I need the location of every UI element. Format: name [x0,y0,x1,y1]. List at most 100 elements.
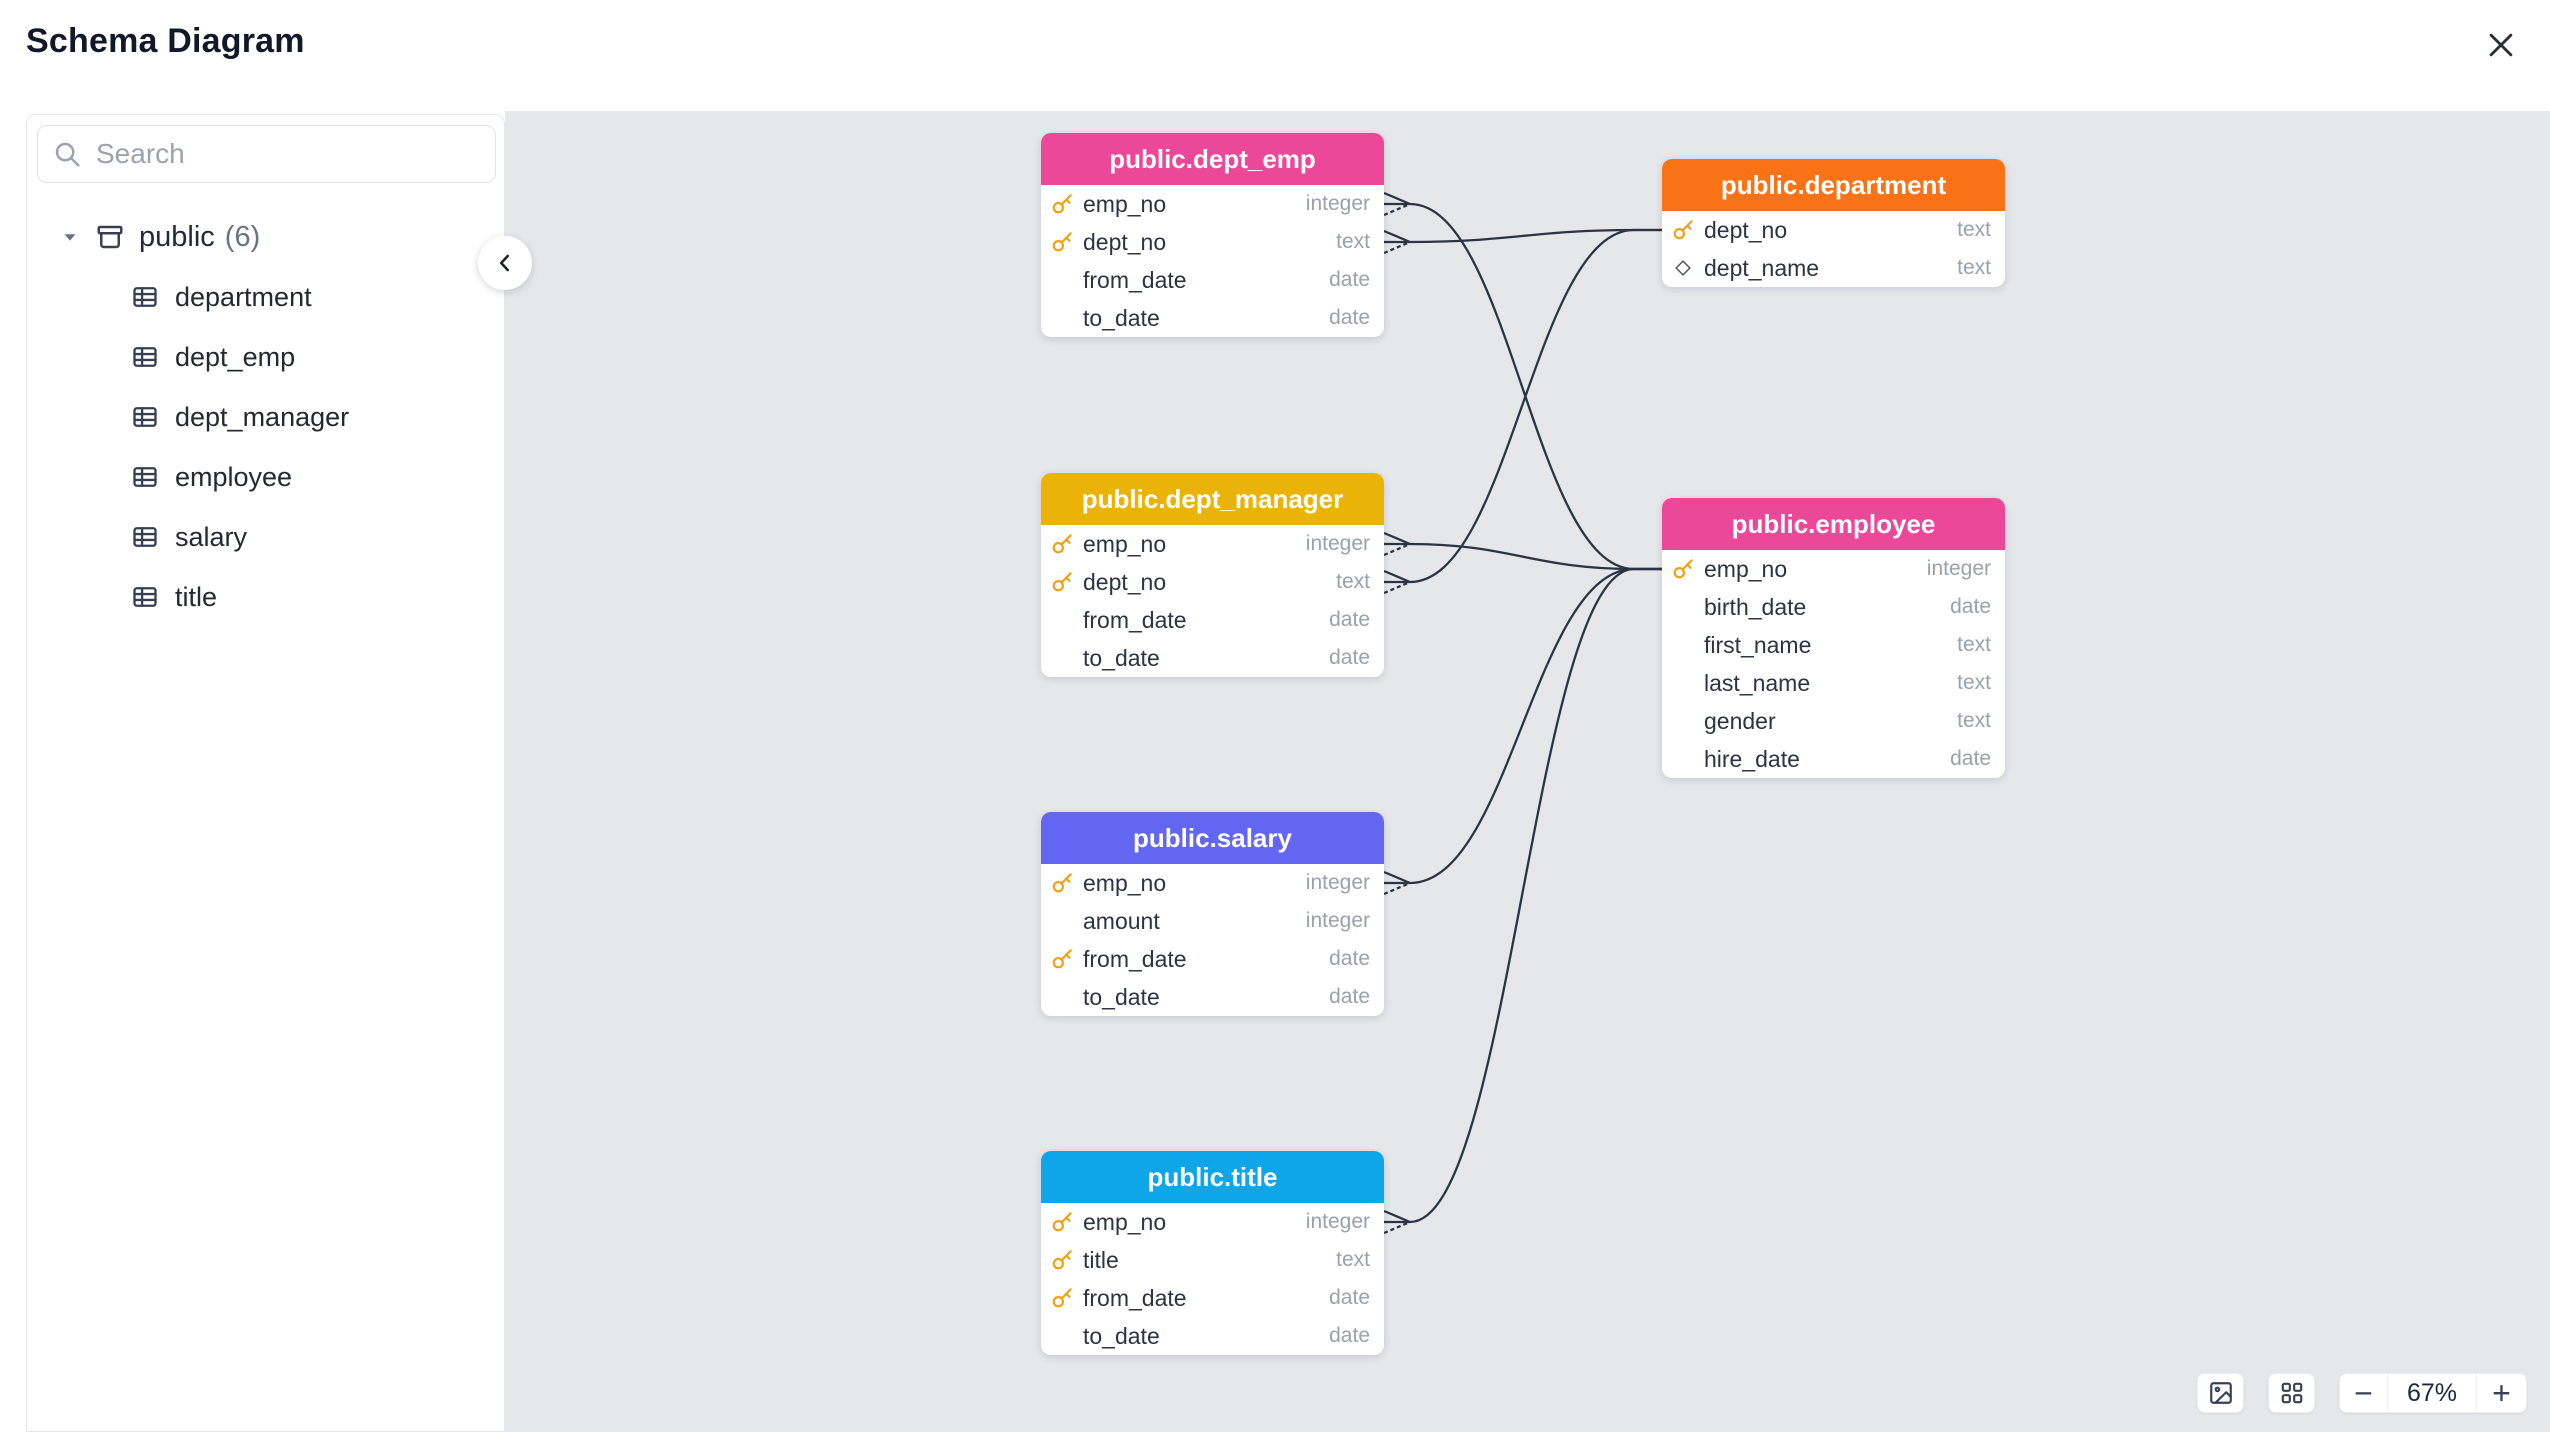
table-node-title: public.department [1662,159,2005,211]
column-name: dept_name [1704,254,1820,281]
search-box [37,125,496,183]
column-name: dept_no [1083,228,1167,255]
sidebar-item-dept_emp[interactable]: dept_emp [27,327,504,387]
sidebar-item-department[interactable]: department [27,267,504,327]
primary-key-icon [1052,194,1072,214]
image-icon [2209,1382,2232,1404]
sidebar-item-dept_manager[interactable]: dept_manager [27,387,504,447]
column-type: date [1329,985,1370,1008]
canvas-controls: − 67% + [2197,1373,2527,1413]
column-type: date [1329,1324,1370,1347]
zoom-out-button[interactable]: − [2340,1374,2388,1412]
table-item-label: dept_manager [175,401,350,432]
column-row-dept_no: dept_no text [1041,223,1384,261]
column-name: last_name [1704,669,1811,696]
table-item-label: salary [175,521,248,552]
column-name: from_date [1083,1284,1187,1311]
schema-name: public [139,220,215,253]
table-item-label: employee [175,461,293,492]
close-button[interactable] [2478,22,2524,68]
table-icon [133,467,157,487]
column-type: date [1329,306,1370,329]
schema-tree: public (6) department dept_emp dept_manage… [27,207,504,627]
column-type: integer [1305,909,1370,932]
column-type: text [1336,570,1370,593]
column-type: text [1957,671,1991,694]
column-row-from_date: from_date date [1041,601,1384,639]
sidebar-item-title[interactable]: title [27,567,504,627]
sidebar-collapse-button[interactable] [478,236,532,290]
primary-key-icon [1052,949,1072,969]
close-icon [2489,33,2513,57]
zoom-control: − 67% + [2339,1373,2527,1413]
primary-key-icon [1052,1212,1072,1232]
primary-key-icon [1052,572,1072,592]
sidebar-item-employee[interactable]: employee [27,447,504,507]
column-name: amount [1083,907,1160,934]
column-name: from_date [1083,945,1187,972]
caret-down-icon[interactable] [57,224,83,250]
download-image-button[interactable] [2197,1373,2244,1413]
table-item-label: dept_emp [175,341,296,372]
grid-icon [2281,1382,2302,1404]
primary-key-icon [1052,1250,1072,1270]
primary-key-icon [1052,232,1072,252]
column-name: birth_date [1704,593,1807,620]
column-name: dept_no [1083,568,1167,595]
unique-diamond-icon [1675,260,1691,276]
column-type: date [1329,608,1370,631]
column-name: gender [1704,707,1776,734]
table-icon [133,287,157,307]
schema-node-public[interactable]: public (6) [27,207,504,267]
column-name: emp_no [1083,869,1167,896]
sidebar: public (6) department dept_emp dept_manage… [26,114,505,1432]
diagram-canvas[interactable] [505,111,2550,1432]
search-input[interactable] [96,138,481,170]
column-name: emp_no [1083,190,1167,217]
column-type: text [1336,1248,1370,1271]
column-name: from_date [1083,606,1187,633]
zoom-in-button[interactable]: + [2476,1374,2526,1412]
column-type: text [1336,230,1370,253]
column-name: hire_date [1704,745,1800,772]
sidebar-item-salary[interactable]: salary [27,507,504,567]
column-row-last_name: last_name text [1662,664,2005,702]
column-row-dept_no: dept_no text [1041,563,1384,601]
column-row-amount: amount integer [1041,902,1384,940]
column-type: text [1957,218,1991,241]
chevron-left-icon [499,254,510,272]
table-node-title: public.title [1041,1151,1384,1203]
column-type: integer [1305,871,1370,894]
column-type: integer [1305,1210,1370,1233]
page-title: Schema Diagram [26,22,305,60]
auto-layout-button[interactable] [2268,1373,2315,1413]
table-icon [133,587,157,607]
zoom-level: 67% [2388,1374,2476,1412]
column-type: integer [1926,557,1991,580]
column-type: date [1329,268,1370,291]
primary-key-icon [1052,1288,1072,1308]
column-type: text [1957,633,1991,656]
